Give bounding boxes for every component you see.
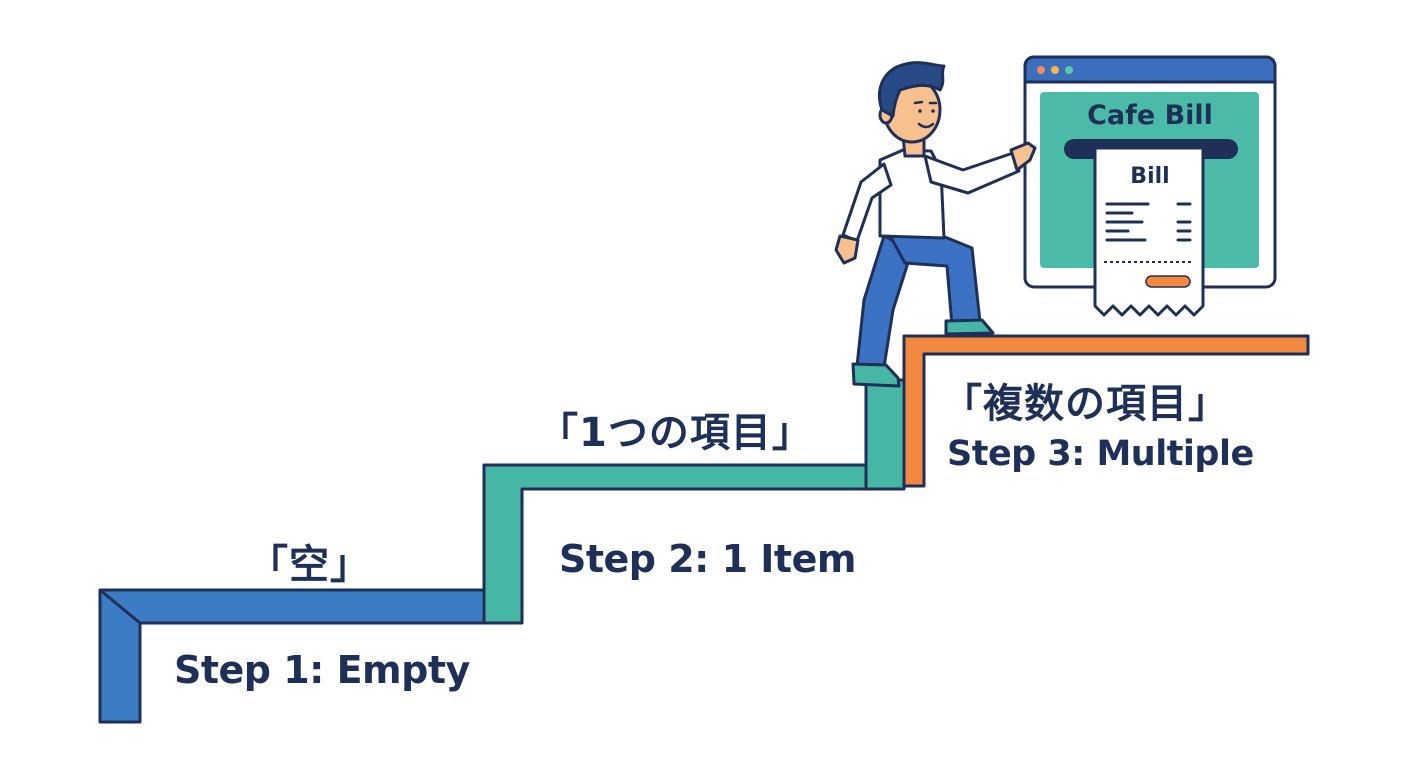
window-dot-green-icon (1065, 66, 1073, 74)
person-reaching-hand (1009, 141, 1037, 172)
person-front-shoe (944, 318, 995, 336)
step-3-en-label: Step 3: Multiple (947, 434, 1254, 474)
person-reaching-arm (923, 151, 1021, 195)
window-dot-yellow-icon (1051, 66, 1059, 74)
step-3-jp-label: 「複数の項目」 (942, 381, 1229, 427)
person-back-shoe (851, 362, 901, 388)
person-hair (878, 61, 946, 118)
step-1-en-label: Step 1: Empty (174, 648, 470, 692)
person-figure (834, 61, 1037, 388)
receipt-total-pill (1145, 275, 1191, 288)
step-2-riser (864, 378, 906, 491)
step-2-jp-label: 「1つの項目」 (538, 410, 813, 456)
person-face (913, 100, 938, 129)
receipt-heading: Bill (1130, 164, 1169, 189)
step-3-block (902, 334, 1310, 488)
window-dot-red-icon (1037, 66, 1045, 74)
step-2-en-label: Step 2: 1 Item (559, 537, 856, 581)
person-back-hand (834, 234, 860, 265)
receipt: Bill (1093, 146, 1205, 317)
step-1-jp-label: 「空」 (248, 542, 371, 588)
receipt-lines (1105, 202, 1192, 242)
window-title: Cafe Bill (1087, 100, 1213, 131)
